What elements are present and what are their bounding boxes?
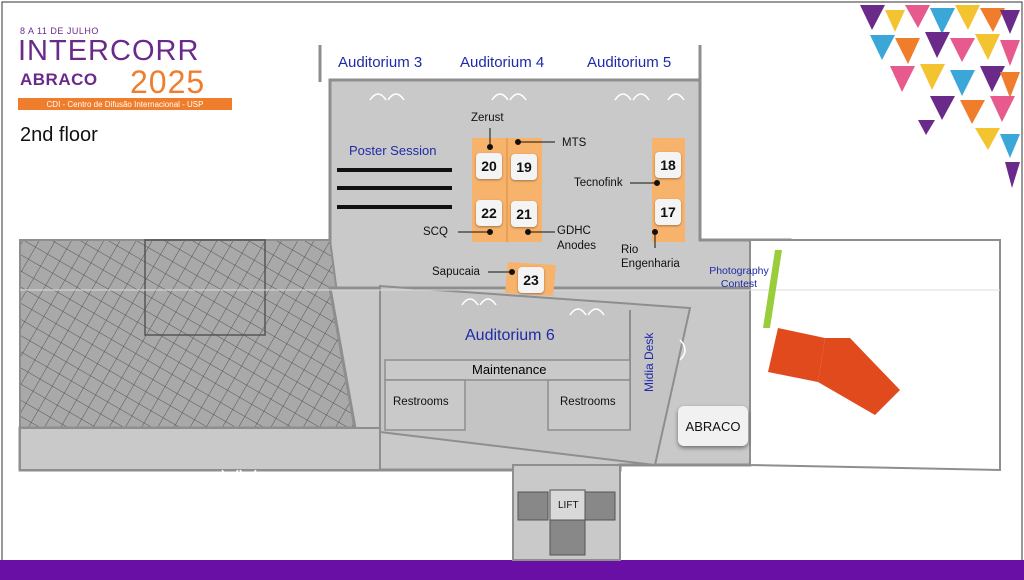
auditorium-6-label: Auditorium 6: [465, 327, 555, 344]
auditorium-3-label: Auditorium 3: [338, 54, 423, 71]
stand-23: 23: [518, 267, 544, 293]
decorative-pattern: [860, 5, 1020, 188]
stand-20: 20: [476, 153, 502, 179]
stand-22: 22: [476, 200, 502, 226]
exhibitor-gdhc-anodes: GDHC Anodes: [557, 225, 597, 252]
event-venue: CDI - Centro de Difusão Internacional - …: [18, 98, 232, 110]
restrooms-left-label: Restrooms: [393, 396, 449, 408]
exhibitor-mts: MTS: [562, 137, 587, 149]
lift-label: LIFT: [558, 500, 579, 511]
stairs: [768, 328, 900, 415]
doors: [221, 93, 686, 477]
photo-contest-panel: [763, 250, 782, 328]
exhibitor-sapucaia: Sapucaia: [432, 266, 480, 278]
abraco-logo-text: ABRACO: [20, 70, 98, 89]
midia-desk-label: Midia Desk: [642, 332, 656, 392]
exhibitor-zerust: Zerust: [471, 112, 504, 124]
pointer-lines: [458, 128, 660, 275]
exhibitor-tecnofink: Tecnofink: [574, 177, 623, 189]
auditorium-5-label: Auditorium 5: [587, 54, 672, 71]
restrooms-right-label: Restrooms: [560, 396, 616, 408]
stand-17: 17: [655, 199, 681, 225]
event-title: INTERCORR: [18, 35, 200, 67]
building-floor: [18, 45, 1001, 561]
exhibitor-rio-engenharia: Rio Engenharia: [621, 244, 680, 270]
event-year: 2025: [130, 64, 206, 100]
photography-contest-label: Photography Contest: [709, 265, 769, 290]
poster-session-label: Poster Session: [349, 143, 437, 158]
event-date: 8 A 11 DE JULHO: [20, 26, 99, 36]
floor-label: 2nd floor: [20, 124, 98, 146]
stand-19: 19: [511, 154, 537, 180]
bottom-bar: [0, 560, 1024, 580]
auditorium-4-label: Auditorium 4: [460, 54, 545, 71]
stand-18: 18: [655, 152, 681, 178]
stand-21: 21: [511, 201, 537, 227]
abraco-desk: ABRACO: [678, 406, 748, 446]
maintenance-label: Maintenance: [472, 362, 547, 377]
lift-block: [517, 489, 616, 556]
poster-boards: [337, 168, 452, 209]
exhibitor-scq: SCQ: [423, 226, 448, 238]
